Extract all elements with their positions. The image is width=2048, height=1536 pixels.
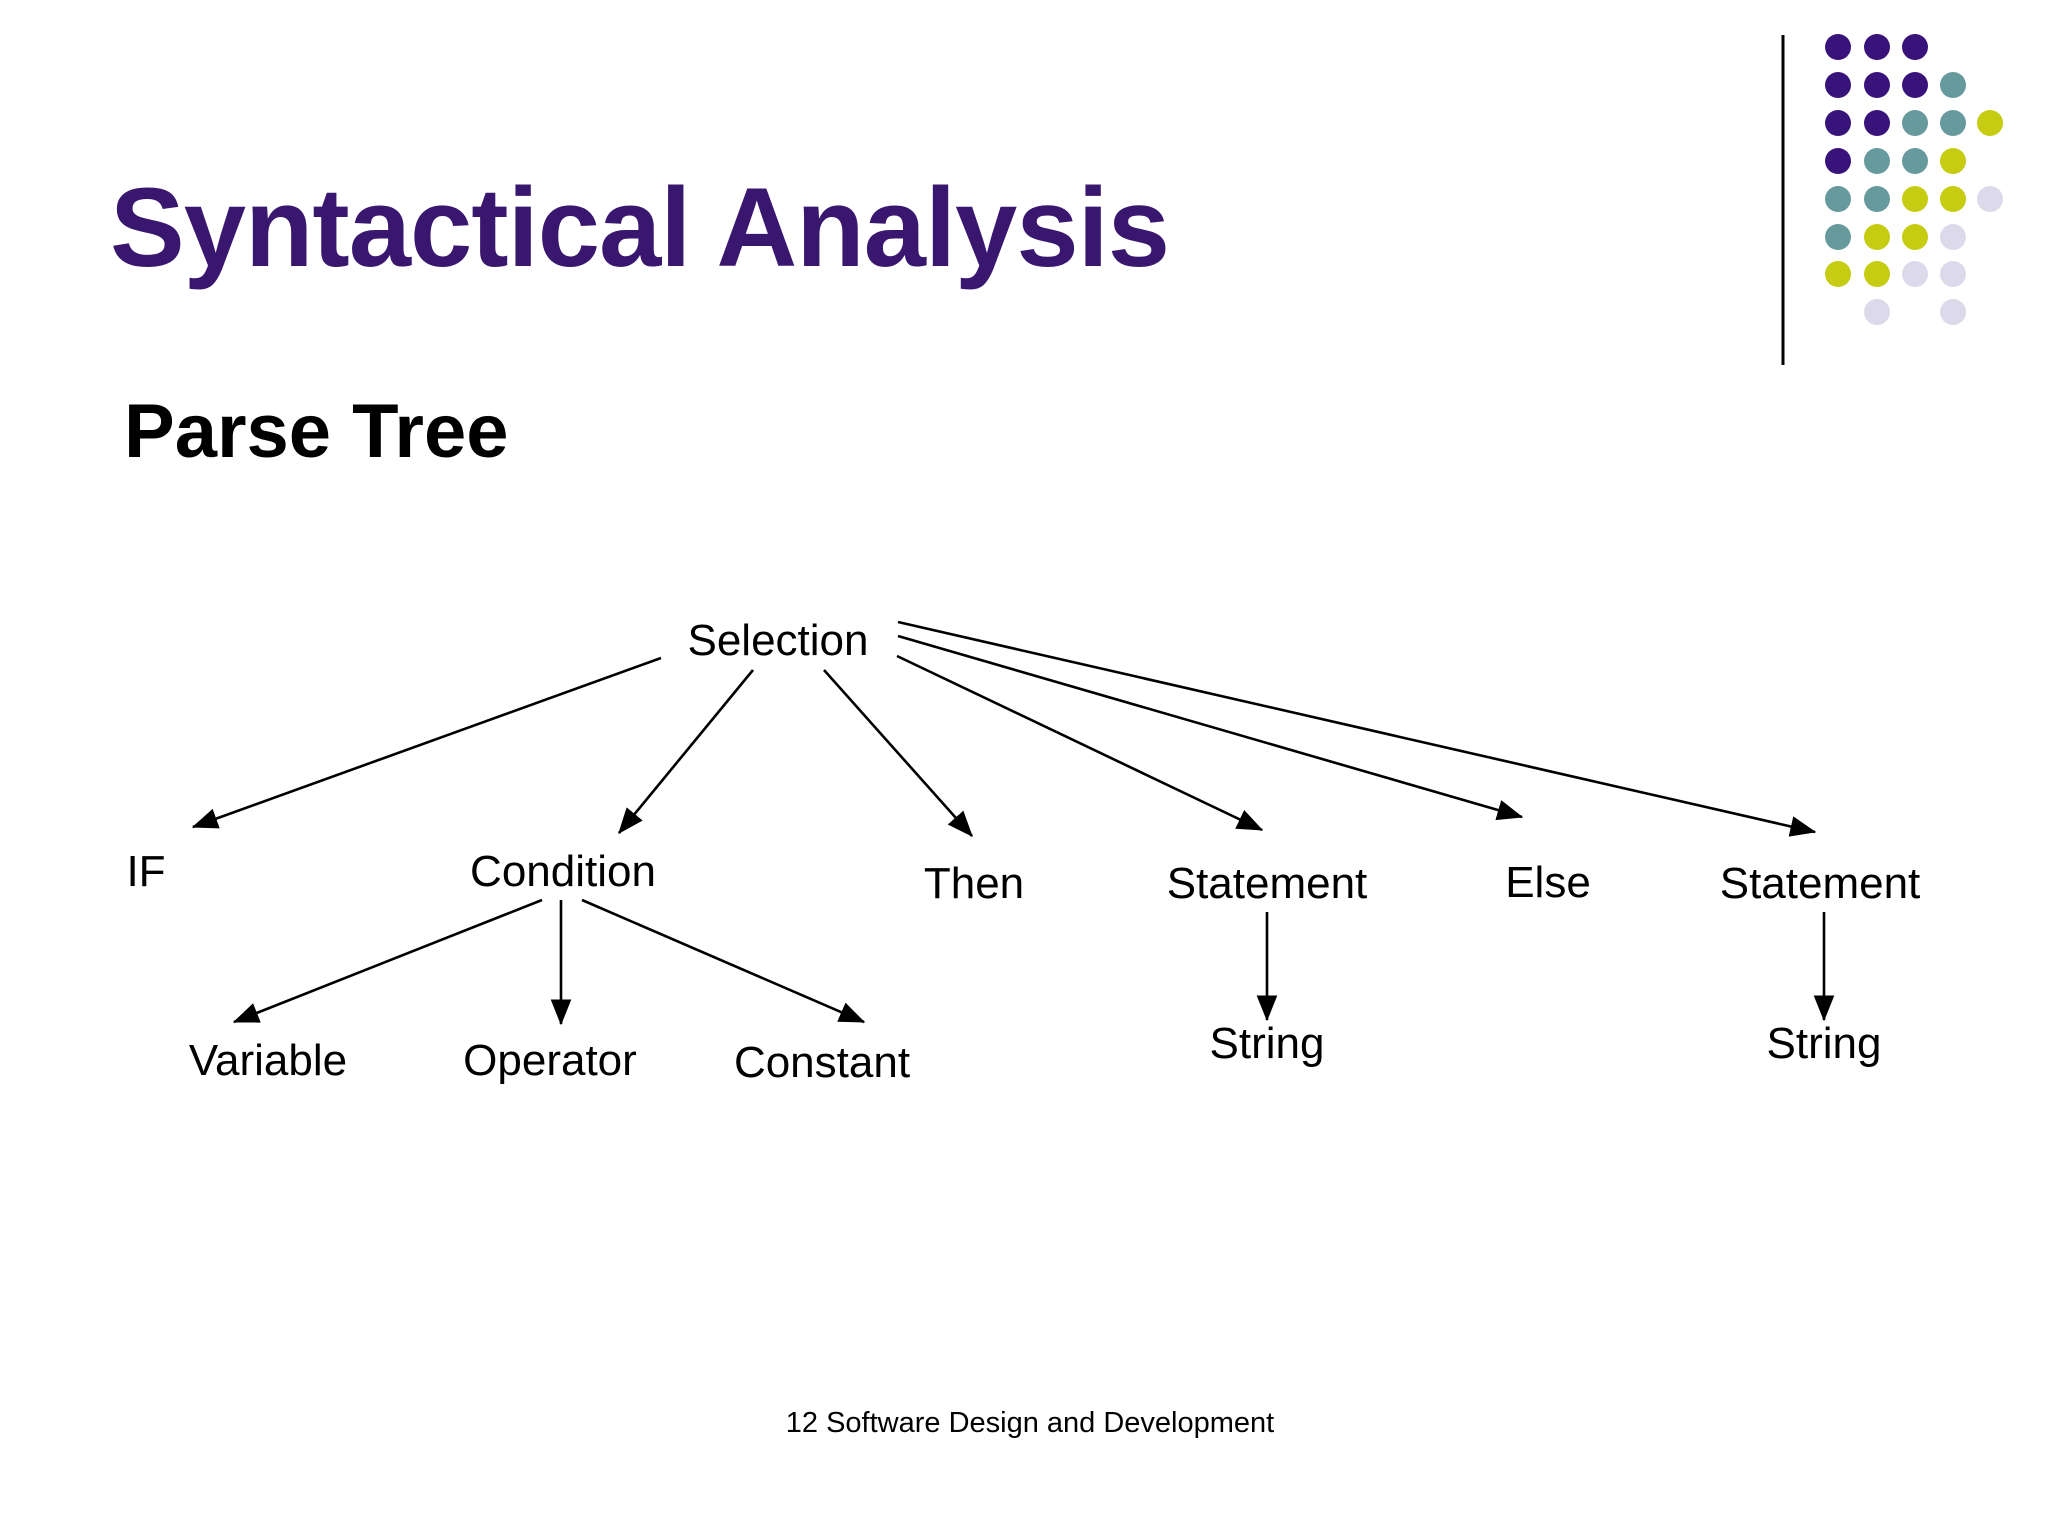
tree-node-statement2: Statement xyxy=(1720,859,1921,908)
tree-node-then: Then xyxy=(924,859,1024,908)
tree-edge-selection-condition xyxy=(617,669,755,835)
slide-footer: 12 Software Design and Development xyxy=(785,1407,1275,1439)
tree-edges xyxy=(191,620,1835,1026)
decor-dot xyxy=(1864,186,1890,212)
tree-node-if: IF xyxy=(126,847,165,896)
slide-subtitle: Parse Tree xyxy=(124,389,509,474)
tree-edge-selection-statement2 xyxy=(897,620,1817,837)
decor-dot xyxy=(1864,148,1890,174)
decor-dot xyxy=(1940,224,1966,250)
decor-dot xyxy=(1940,186,1966,212)
decor-dot xyxy=(1825,72,1851,98)
tree-node-else: Else xyxy=(1505,858,1591,907)
decor-dot xyxy=(1825,34,1851,60)
tree-node-string1: String xyxy=(1210,1019,1325,1068)
decor-dot xyxy=(1902,186,1928,212)
decor-dot xyxy=(1825,186,1851,212)
tree-edge-selection-if xyxy=(191,656,662,829)
decor-dot xyxy=(1864,261,1890,287)
tree-node-condition: Condition xyxy=(470,847,656,896)
decor-dot xyxy=(1902,148,1928,174)
tree-edge-selection-else xyxy=(897,634,1524,821)
decor-dot xyxy=(1977,110,2003,136)
decor-dot xyxy=(1902,224,1928,250)
decor-dot xyxy=(1902,34,1928,60)
decor-dot xyxy=(1864,72,1890,98)
decor-dot xyxy=(1940,110,1966,136)
tree-edge-condition-constant xyxy=(581,898,866,1024)
tree-node-statement1: Statement xyxy=(1167,859,1368,908)
tree-edge-selection-then xyxy=(823,669,973,837)
decor-dot xyxy=(1940,261,1966,287)
decor-dot xyxy=(1977,186,2003,212)
decor-dot xyxy=(1864,224,1890,250)
tree-node-variable: Variable xyxy=(189,1036,347,1085)
decor-dot xyxy=(1864,299,1890,325)
tree-node-selection: Selection xyxy=(687,616,868,665)
decor-dot xyxy=(1864,110,1890,136)
tree-edge-selection-statement1 xyxy=(896,654,1264,832)
decor-dot xyxy=(1902,72,1928,98)
decor-dot xyxy=(1940,299,1966,325)
decor-dot-pattern xyxy=(1781,34,2003,365)
tree-node-operator: Operator xyxy=(463,1036,637,1085)
decor-dot xyxy=(1940,72,1966,98)
decor-dot xyxy=(1902,110,1928,136)
tree-edge-condition-variable xyxy=(232,898,543,1024)
decor-dot xyxy=(1940,148,1966,174)
tree-node-constant: Constant xyxy=(734,1038,910,1087)
decor-dot xyxy=(1902,261,1928,287)
decor-dot xyxy=(1825,110,1851,136)
decor-dot xyxy=(1825,261,1851,287)
tree-node-string2: String xyxy=(1767,1019,1882,1068)
decor-dot xyxy=(1825,224,1851,250)
decor-dot xyxy=(1825,148,1851,174)
decor-dot xyxy=(1864,34,1890,60)
slide-title: Syntactical Analysis xyxy=(110,165,1170,290)
